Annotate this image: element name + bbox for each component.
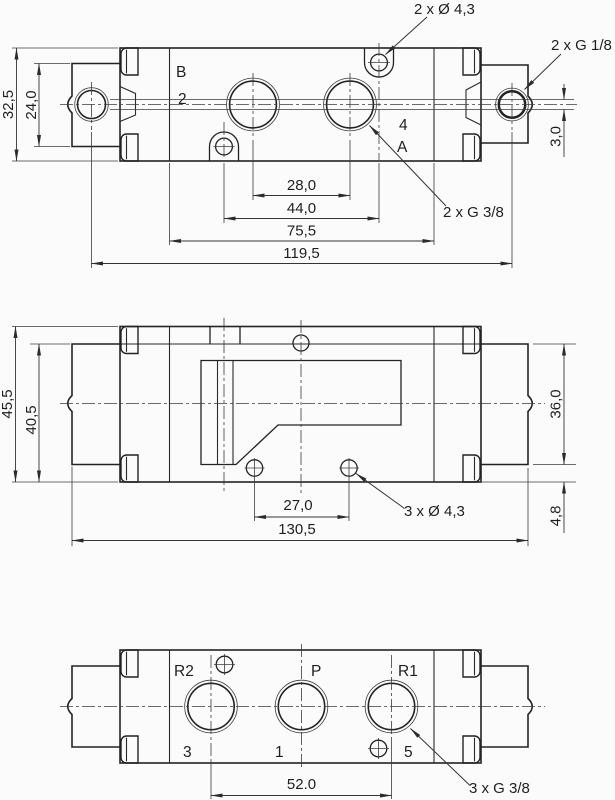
top-slot-tr <box>462 47 481 76</box>
callout-2x-g18: 2 x G 1/8 <box>551 37 612 54</box>
leader-3x-43 <box>355 473 405 509</box>
top-right-key <box>465 81 482 126</box>
dim-text-119-5: 119,5 <box>283 245 319 262</box>
port-label-5: 5 <box>404 744 413 761</box>
dim-text-45-5: 45,5 <box>0 389 16 418</box>
port-label-1: 1 <box>275 744 284 761</box>
top-slot-tl <box>120 47 139 76</box>
dim-text-44-0: 44,0 <box>287 200 316 217</box>
port-label-b: B <box>176 64 186 81</box>
leader-2x-g38 <box>369 125 447 207</box>
dim-text-4-8: 4,8 <box>548 506 565 527</box>
dim-text-130-5: 130,5 <box>278 521 316 538</box>
port-label-4: 4 <box>399 117 408 134</box>
leader-3x-g38 <box>410 728 471 786</box>
middle-left-flange <box>66 343 120 466</box>
leader-2x-g18 <box>524 53 562 90</box>
view-middle: 45,5 40,5 36,0 4,8 27,0 130,5 3 x Ø 4,3 <box>0 318 576 546</box>
port-label-2: 2 <box>178 91 187 108</box>
dim-text-75-5: 75,5 <box>287 223 316 240</box>
bottom-slot-br <box>462 735 481 764</box>
middle-body-outline <box>119 325 482 483</box>
dim-text-3-0: 3,0 <box>548 126 565 147</box>
dim-text-40-5: 40,5 <box>23 405 40 434</box>
bottom-slot-tr <box>462 649 481 678</box>
port-label-r1: R1 <box>398 663 418 680</box>
top-left-flange <box>66 62 120 148</box>
middle-slot-tr <box>462 325 481 355</box>
view-top: B 2 4 A 32,5 24,0 28,0 44,0 75,5 119,5 3… <box>0 1 612 268</box>
callout-3x-43: 3 x Ø 4,3 <box>404 503 465 520</box>
callout-2x-g38: 2 x G 3/8 <box>443 204 504 221</box>
port-label-a: A <box>397 139 408 156</box>
bottom-slot-tl <box>120 649 139 678</box>
port-label-r2: R2 <box>174 663 194 680</box>
top-slot-bl <box>120 133 139 162</box>
port-label-p: P <box>311 663 321 680</box>
dim-text-36-0: 36,0 <box>548 389 565 418</box>
bottom-slot-bl <box>120 735 139 764</box>
middle-slot-tl <box>120 325 139 355</box>
top-left-key <box>119 85 137 123</box>
middle-right-flange <box>481 343 534 466</box>
callout-3x-g38: 3 x G 3/8 <box>469 780 530 797</box>
view-bottom: R2 P R1 3 1 5 52.0 3 x G 3/8 <box>60 644 545 799</box>
top-slot-br <box>462 133 481 162</box>
callout-2x-43: 2 x Ø 4,3 <box>414 1 475 18</box>
port-label-3: 3 <box>183 744 192 761</box>
dim-text-24-0: 24,0 <box>23 90 40 119</box>
dim-text-52-0: 52.0 <box>287 776 316 793</box>
dim-text-27-0: 27,0 <box>283 497 312 514</box>
middle-pocket-outline <box>200 359 402 466</box>
middle-slot-br <box>462 454 481 483</box>
leader-2x-43 <box>385 16 428 55</box>
dim-text-28-0: 28,0 <box>287 177 316 194</box>
dim-text-32-5: 32,5 <box>0 90 17 119</box>
middle-slot-bl <box>120 454 139 483</box>
